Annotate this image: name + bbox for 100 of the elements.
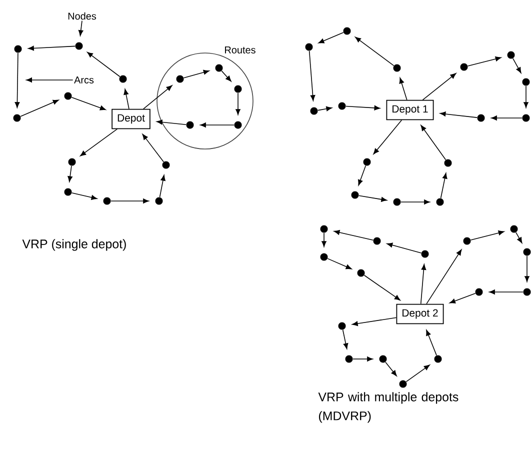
route-dot: [310, 107, 318, 115]
route-dot: [343, 27, 351, 35]
route-dot: [475, 288, 483, 296]
arrow: [512, 58, 522, 74]
arrow: [183, 70, 210, 78]
route-dot: [103, 197, 111, 205]
arrow: [143, 85, 172, 110]
arrow: [491, 116, 522, 120]
route-dot: [338, 102, 346, 110]
arrow: [14, 52, 20, 108]
route-dot: [444, 159, 452, 167]
arrow: [236, 92, 240, 115]
arrow: [334, 230, 374, 241]
arrow: [355, 36, 394, 66]
route-dot: [393, 64, 401, 72]
leader-line: [26, 78, 74, 82]
arrow: [420, 125, 446, 160]
route-dot: [507, 51, 515, 59]
route-dot: [522, 114, 530, 122]
arrow: [373, 120, 402, 154]
route-dot: [522, 78, 530, 86]
arrow: [420, 264, 426, 304]
arrow: [426, 249, 462, 304]
route-dot: [363, 158, 371, 166]
route-dot: [351, 191, 359, 199]
arrow: [399, 78, 408, 100]
route-dot: [119, 75, 127, 83]
arrow: [318, 32, 344, 44]
arrow: [364, 274, 400, 300]
route-dot: [434, 355, 442, 363]
route-dot: [176, 75, 184, 83]
leader-line: [78, 20, 84, 36]
arrow: [322, 232, 326, 247]
arrow: [156, 120, 186, 125]
arrow: [385, 362, 397, 376]
route-dot: [421, 250, 429, 258]
route-dot: [162, 161, 170, 169]
arrow: [386, 242, 422, 254]
arrow: [406, 364, 430, 382]
callout-label: Arcs: [74, 76, 94, 84]
callout-label: Routes: [225, 46, 256, 54]
route-dot: [357, 269, 365, 277]
arrow: [489, 290, 524, 294]
arrow: [71, 192, 98, 200]
arrow: [159, 174, 166, 198]
route-dot: [215, 64, 223, 72]
route-dot: [460, 63, 468, 71]
caption: VRP (single depot): [22, 239, 126, 251]
route-dot: [13, 114, 21, 122]
depot-box: Depot 2: [396, 304, 444, 324]
arrow: [71, 96, 106, 110]
arrow: [20, 100, 59, 117]
arrow: [327, 258, 352, 270]
route-dot: [75, 42, 83, 50]
route-dot: [393, 198, 401, 206]
route-dot: [64, 92, 72, 100]
arrow: [342, 329, 348, 350]
arrow: [400, 200, 430, 204]
route-dot: [234, 85, 242, 93]
arrow: [87, 52, 120, 78]
route-dot: [523, 288, 531, 296]
arrow: [422, 73, 456, 100]
arrow: [142, 134, 164, 162]
arrow: [358, 165, 366, 186]
route-dot: [373, 237, 381, 245]
route-dot: [68, 158, 76, 166]
arrow: [470, 230, 504, 240]
caption: VRP with multiple depots (MDVRP): [318, 392, 458, 423]
route-dot: [436, 198, 444, 206]
route-dot: [64, 188, 72, 196]
arrow: [124, 88, 130, 110]
depot-box: Depot: [112, 108, 150, 130]
depot-box: Depot 1: [386, 100, 434, 120]
arrow: [80, 128, 118, 156]
route-dot: [379, 355, 387, 363]
route-dot: [234, 121, 242, 129]
arrow: [440, 172, 448, 199]
arrow: [200, 122, 234, 128]
route-dot: [155, 197, 163, 205]
arrow: [524, 86, 528, 108]
route-dot: [510, 225, 518, 233]
route-dot: [477, 114, 485, 122]
route-dot: [523, 248, 531, 256]
arrow: [110, 198, 149, 204]
callout-label: Nodes: [68, 12, 96, 20]
arrow: [308, 50, 316, 101]
arrow: [358, 195, 388, 202]
arrow: [68, 166, 72, 182]
route-dot: [320, 225, 328, 233]
arrow: [28, 46, 76, 51]
arrow: [524, 256, 530, 282]
arrow: [467, 56, 502, 66]
arrow: [352, 317, 397, 326]
route-dot: [338, 322, 346, 330]
arrow: [450, 292, 476, 304]
arrow: [221, 70, 232, 82]
arrow: [352, 356, 373, 362]
arrow: [426, 330, 437, 356]
route-dot: [14, 45, 22, 53]
arrow: [516, 232, 522, 244]
